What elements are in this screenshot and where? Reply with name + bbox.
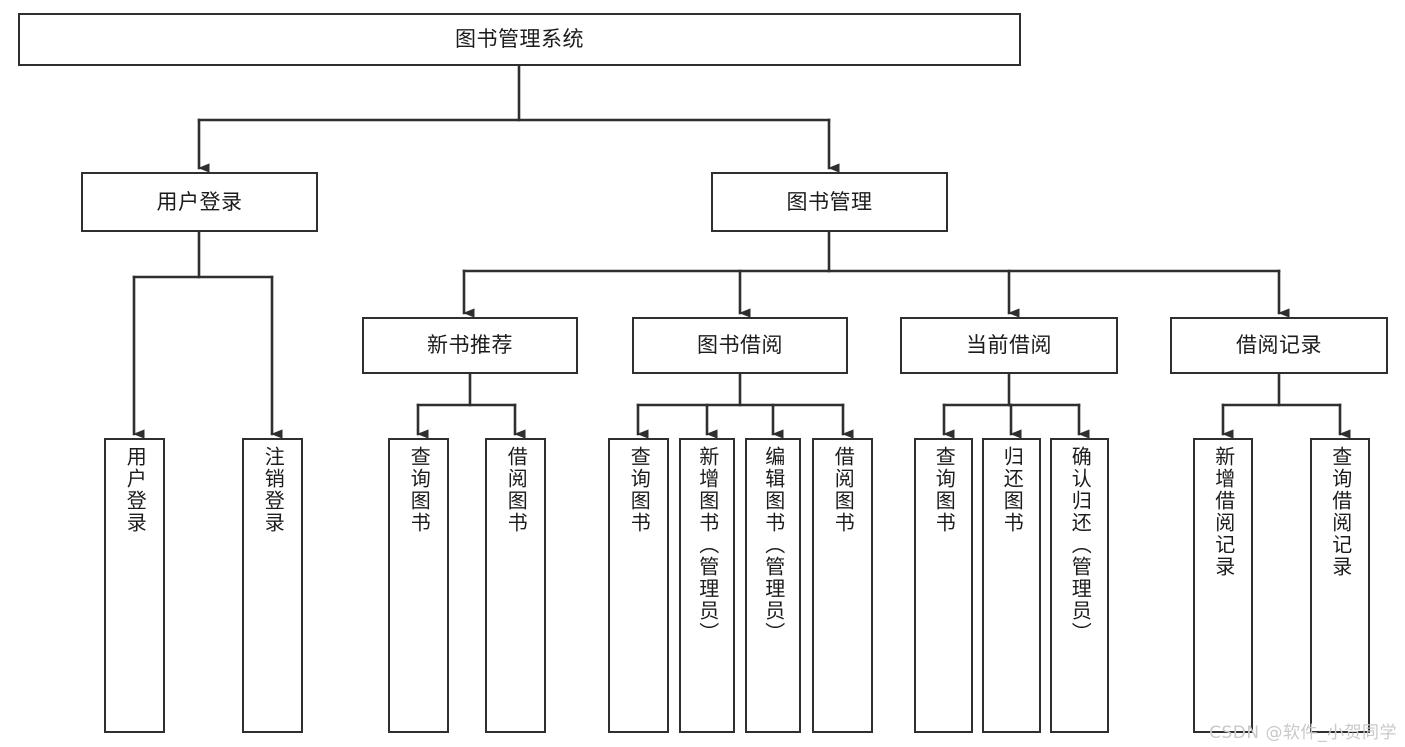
- node-borrow-record-label: 借阅记录: [1236, 333, 1322, 358]
- node-leaf-confirm-return-label: 确认归还（管理员）: [1068, 446, 1093, 644]
- node-borrow-record[interactable]: 借阅记录: [1170, 317, 1388, 374]
- node-user-login-label: 用户登录: [156, 189, 243, 214]
- node-leaf-add-book-label: 新增图书（管理员）: [695, 446, 720, 644]
- node-user-login[interactable]: 用户登录: [81, 172, 318, 232]
- watermark-label: CSDN @软件_小贺同学: [1209, 723, 1397, 743]
- node-leaf-user-login[interactable]: 用户登录: [104, 438, 165, 733]
- node-leaf-logout[interactable]: 注销登录: [242, 438, 303, 733]
- node-leaf-confirm-return[interactable]: 确认归还（管理员）: [1050, 438, 1109, 733]
- node-leaf-add-book[interactable]: 新增图书（管理员）: [679, 438, 735, 733]
- node-book-manage-label: 图书管理: [786, 189, 873, 214]
- node-leaf-user-login-label: 用户登录: [123, 446, 148, 534]
- node-root-label: 图书管理系统: [455, 27, 584, 52]
- node-leaf-borrow-book-borrow-label: 借阅图书: [831, 446, 856, 534]
- node-leaf-query-book-current-label: 查询图书: [932, 446, 957, 534]
- node-leaf-edit-book-label: 编辑图书（管理员）: [761, 446, 786, 644]
- node-book-borrow-label: 图书借阅: [697, 333, 783, 358]
- node-leaf-add-record-label: 新增借阅记录: [1211, 446, 1236, 578]
- node-root[interactable]: 图书管理系统: [18, 13, 1021, 66]
- node-leaf-query-book-current[interactable]: 查询图书: [914, 438, 973, 733]
- node-leaf-query-book-rec[interactable]: 查询图书: [388, 438, 449, 733]
- node-leaf-edit-book[interactable]: 编辑图书（管理员）: [745, 438, 801, 733]
- node-leaf-return-book[interactable]: 归还图书: [982, 438, 1041, 733]
- node-new-book-rec-label: 新书推荐: [427, 333, 513, 358]
- node-leaf-query-book-rec-label: 查询图书: [407, 446, 432, 534]
- node-leaf-query-book-borrow-label: 查询图书: [627, 446, 652, 534]
- node-leaf-query-book-borrow[interactable]: 查询图书: [608, 438, 669, 733]
- node-new-book-rec[interactable]: 新书推荐: [362, 317, 578, 374]
- node-book-borrow[interactable]: 图书借阅: [632, 317, 848, 374]
- node-leaf-query-record[interactable]: 查询借阅记录: [1310, 438, 1370, 733]
- node-leaf-borrow-book-borrow[interactable]: 借阅图书: [812, 438, 873, 733]
- node-leaf-borrow-book-rec[interactable]: 借阅图书: [485, 438, 546, 733]
- node-current-borrow-label: 当前借阅: [966, 333, 1052, 358]
- node-book-manage[interactable]: 图书管理: [711, 172, 948, 232]
- node-leaf-add-record[interactable]: 新增借阅记录: [1193, 438, 1253, 733]
- node-current-borrow[interactable]: 当前借阅: [900, 317, 1118, 374]
- node-leaf-query-record-label: 查询借阅记录: [1328, 446, 1353, 578]
- node-leaf-return-book-label: 归还图书: [1000, 446, 1025, 534]
- node-leaf-borrow-book-rec-label: 借阅图书: [504, 446, 529, 534]
- node-leaf-logout-label: 注销登录: [261, 446, 286, 534]
